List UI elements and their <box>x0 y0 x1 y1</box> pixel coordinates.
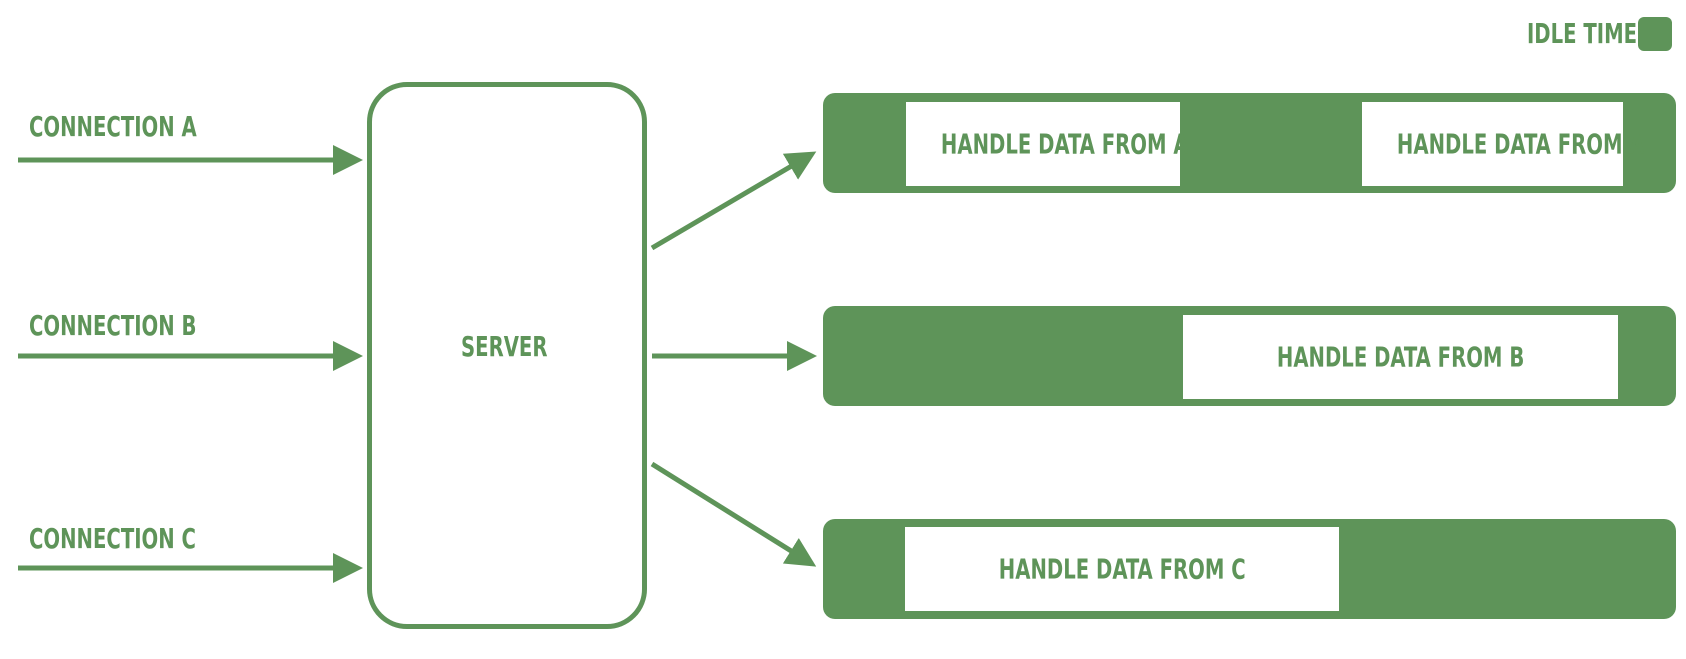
server-box <box>367 82 647 629</box>
legend-idle-swatch <box>1638 17 1672 51</box>
server-to-c-arrow <box>650 461 817 567</box>
task-block-a2: HANDLE DATA FROM A <box>1362 102 1645 186</box>
timeline-a: HANDLE DATA FROM A HANDLE DATA FROM A <box>823 93 1676 193</box>
connection-b-label: CONNECTION B <box>29 309 197 342</box>
legend-label: IDLE TIME <box>1527 17 1638 50</box>
task-block-a1: HANDLE DATA FROM A <box>906 102 1189 186</box>
task-block-a2-label: HANDLE DATA FROM A <box>1396 127 1645 161</box>
timeline-c: HANDLE DATA FROM C <box>823 519 1676 619</box>
connection-c-label: CONNECTION C <box>29 522 196 555</box>
task-block-b1: HANDLE DATA FROM B <box>1183 315 1618 399</box>
timeline-b: HANDLE DATA FROM B <box>823 306 1676 406</box>
task-block-c1-label: HANDLE DATA FROM C <box>998 552 1246 586</box>
connection-a-label: CONNECTION A <box>29 110 197 143</box>
task-block-b1-label: HANDLE DATA FROM B <box>1276 340 1525 374</box>
server-to-a-arrow <box>650 151 817 251</box>
task-block-a1-label: HANDLE DATA FROM A <box>940 127 1189 161</box>
task-block-c1: HANDLE DATA FROM C <box>905 527 1339 611</box>
server-label: SERVER <box>461 330 548 363</box>
